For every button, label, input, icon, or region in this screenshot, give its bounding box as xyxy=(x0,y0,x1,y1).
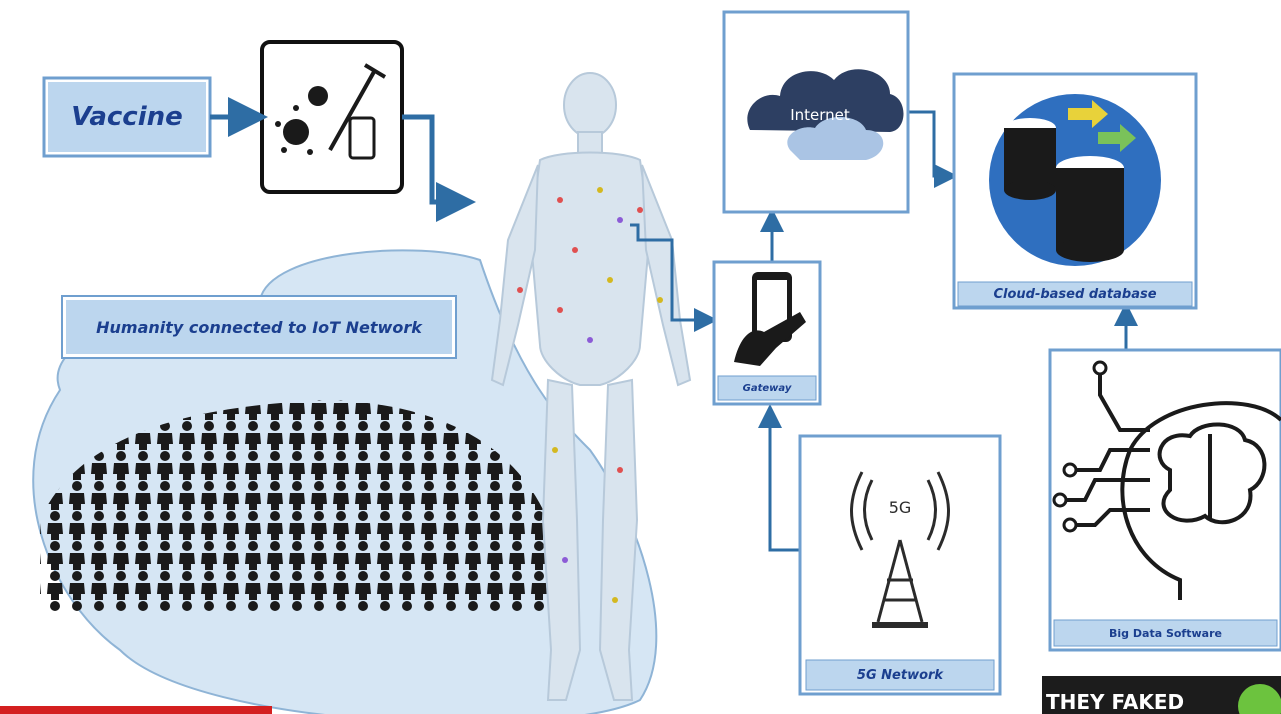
vaccine-label: Vaccine xyxy=(71,102,183,132)
network-5g-box xyxy=(798,434,1002,696)
cloud-icon xyxy=(747,69,904,160)
database-icon xyxy=(989,94,1161,266)
big-data-label: Big Data Software xyxy=(1109,626,1222,640)
smartphone-icon xyxy=(734,272,806,366)
tower-5g-text: 5G xyxy=(888,497,912,517)
cloud-db-label: Cloud-based database xyxy=(993,286,1157,302)
internet-label: Internet xyxy=(790,106,850,124)
humanity-label: Humanity connected to IoT Network xyxy=(96,317,422,337)
network-5g-label: 5G Network xyxy=(856,667,944,683)
syringe-icon xyxy=(328,63,387,160)
virus-icon xyxy=(275,86,328,155)
gateway-label: Gateway xyxy=(742,382,792,394)
cell-tower-icon xyxy=(850,471,950,623)
red-bar xyxy=(0,706,272,714)
human-body-illustration xyxy=(490,72,692,701)
crowd-illustration xyxy=(40,400,560,612)
body-markers xyxy=(517,187,663,603)
brain-head-icon xyxy=(1065,370,1281,600)
vaccine-icon-box xyxy=(260,40,404,194)
banner-text: THEY FAKED xyxy=(1046,690,1185,714)
